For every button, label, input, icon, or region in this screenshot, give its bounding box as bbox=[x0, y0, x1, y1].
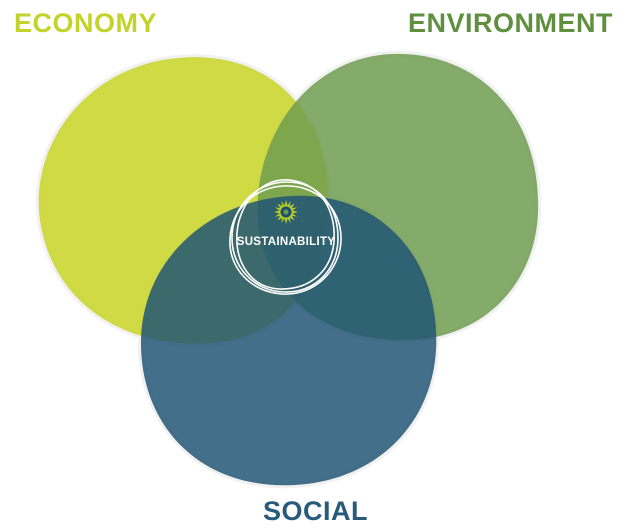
social-circle bbox=[140, 195, 437, 486]
social-label: SOCIAL bbox=[262, 496, 368, 526]
sustainability-rings bbox=[229, 179, 342, 295]
sustainability-label: SUSTAINABILITY bbox=[237, 236, 336, 248]
economy-label: ECONOMY bbox=[14, 8, 158, 38]
sunburst-icon bbox=[274, 200, 298, 224]
environment-label: ENVIRONMENT bbox=[407, 8, 613, 38]
